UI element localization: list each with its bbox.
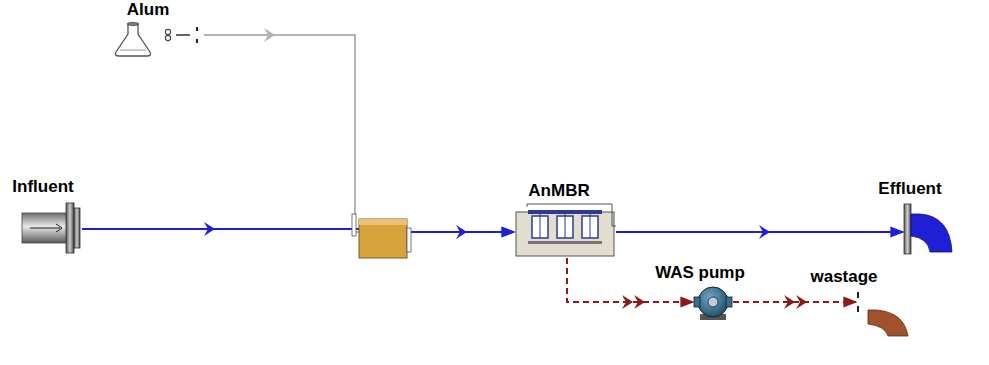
effluent-outlet-icon (904, 204, 952, 254)
flow-chevron (456, 225, 467, 239)
node-label: wastage (810, 267, 877, 287)
node-label: Alum (127, 0, 170, 20)
effluent-outlet: Effluent (903, 202, 953, 254)
flow-connector (204, 35, 514, 232)
flow-chevron (204, 222, 215, 236)
flow-connector (82, 229, 514, 232)
flow-chevron (622, 295, 633, 309)
flow-chevron (264, 28, 275, 42)
wastage-outlet: wastage (856, 290, 910, 338)
flow-chevron (759, 225, 770, 239)
influent-source: Influent (18, 200, 82, 256)
node-label: AnMBR (528, 181, 589, 201)
node-label: Influent (12, 177, 73, 197)
wastage-outlet-icon (858, 292, 908, 336)
anmbr-reactor-icon (516, 204, 616, 256)
mixing-tank-icon (352, 214, 411, 258)
flow-connector (616, 231, 903, 233)
node-label: WAS pump (655, 263, 745, 283)
anmbr-reactor: AnMBR (514, 204, 616, 258)
pump-icon (694, 287, 732, 320)
alum-dosing: Alum (108, 23, 204, 53)
node-label: Effluent (878, 179, 941, 199)
flow-chevron (634, 295, 645, 309)
flow-chevron (784, 295, 795, 309)
flow-chevron (796, 295, 807, 309)
flask-icon (115, 23, 197, 57)
was-pump: WAS pump (693, 286, 733, 321)
influent-pipe-icon (22, 203, 80, 253)
